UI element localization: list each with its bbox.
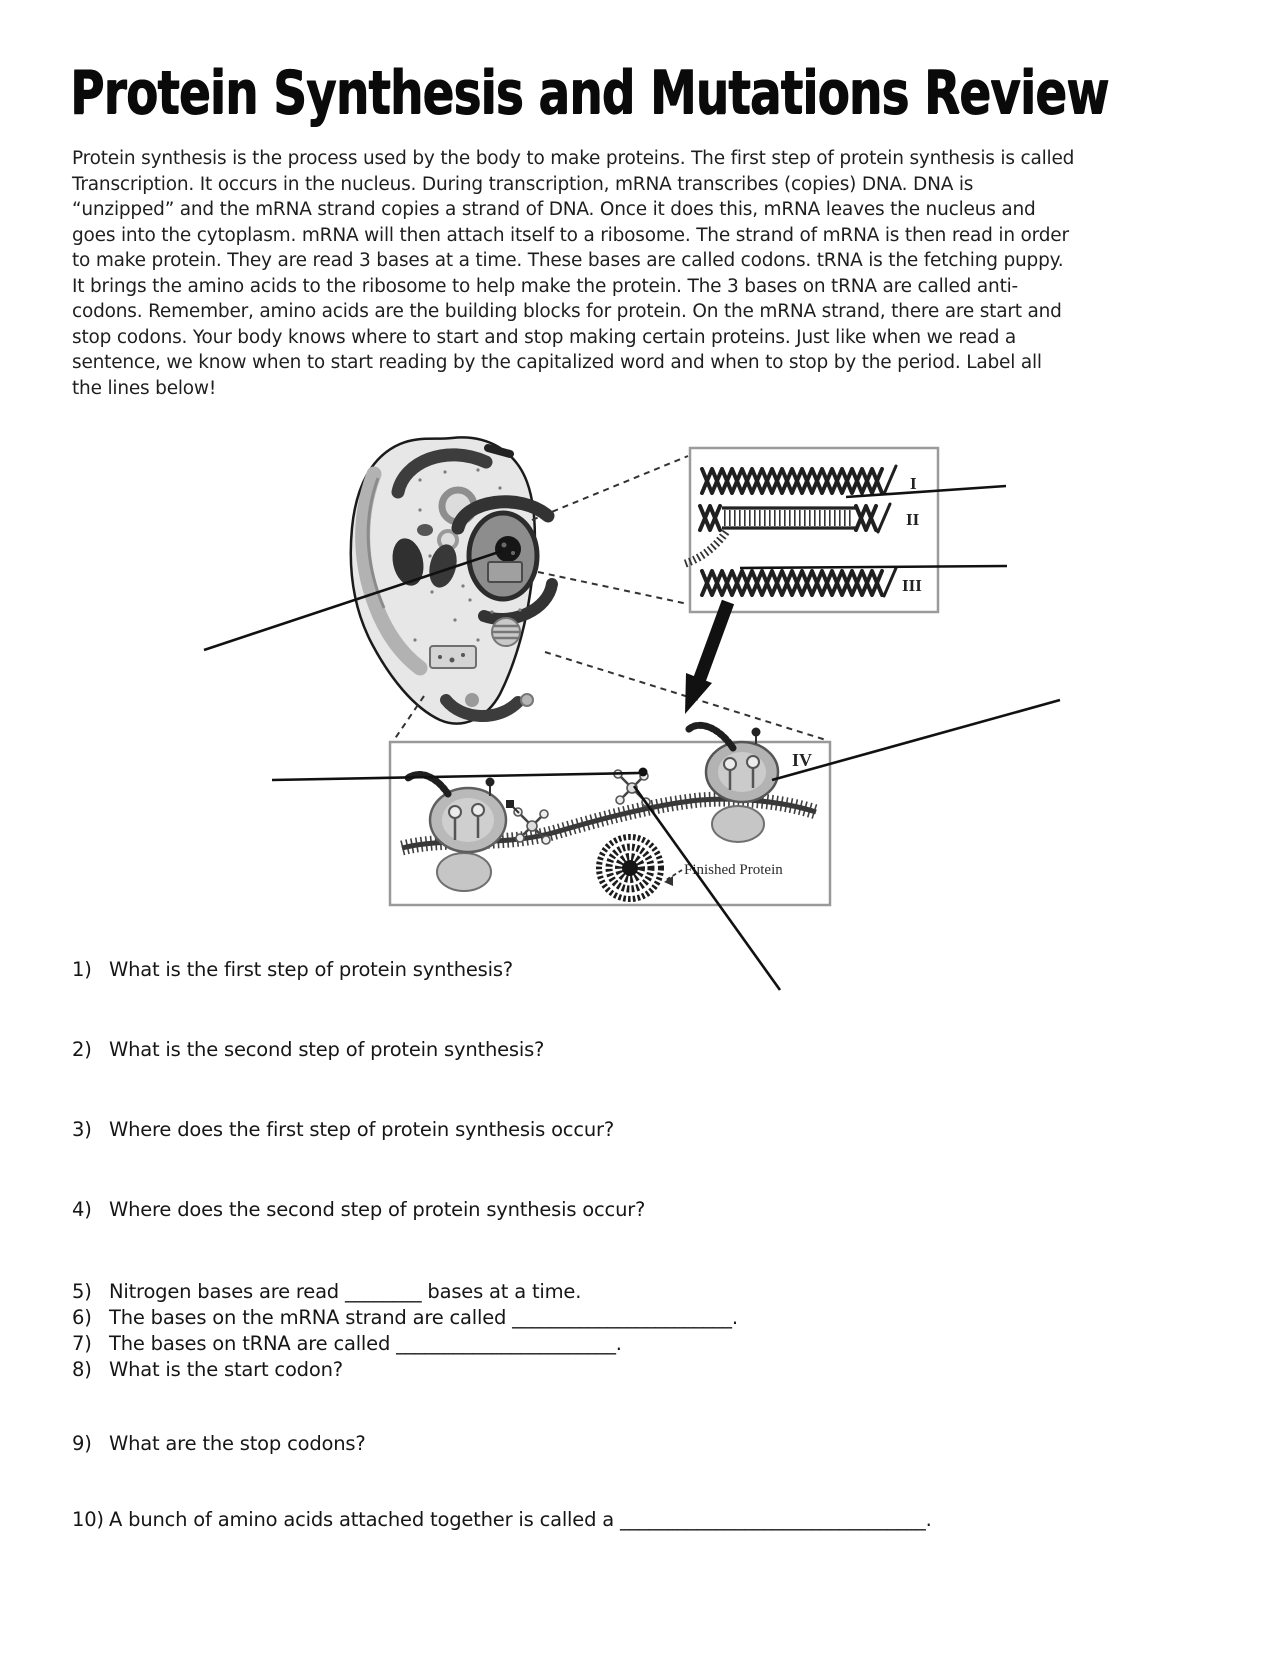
question-number: 10) (72, 1508, 104, 1531)
question-number: 1) (72, 958, 92, 981)
finished-protein-pointer (665, 869, 683, 881)
answer-line-trna (632, 785, 782, 991)
question-number: 2) (72, 1038, 92, 1061)
answer-line-nucleus (203, 549, 503, 652)
answer-lines (203, 484, 1061, 991)
question-text: A bunch of amino acids attached together… (109, 1508, 932, 1531)
question-5: 5) Nitrogen bases are read ________ bases… (72, 1280, 581, 1303)
question-1: 1) What is the first step of protein synt… (72, 958, 513, 981)
question-3: 3) Where does the first step of protein s… (72, 1118, 614, 1141)
label-ii: II (906, 510, 920, 529)
question-number: 7) (72, 1332, 92, 1355)
cytoplasm-speckles (413, 468, 522, 642)
question-2: 2) What is the second step of protein syn… (72, 1038, 544, 1061)
nucleolus (495, 536, 521, 562)
question-text: What are the stop codons? (109, 1432, 366, 1455)
process-arrow (685, 599, 735, 714)
translation-box: IV (388, 722, 832, 907)
question-number: 9) (72, 1432, 92, 1455)
dna-helix-iii (700, 566, 898, 598)
trna-free-1 (506, 800, 551, 845)
question-text: The bases on the mRNA strand are called … (109, 1306, 738, 1329)
dna-helix-i (700, 464, 898, 496)
question-number: 5) (72, 1280, 92, 1303)
answer-line-mrna-strand (271, 771, 641, 782)
question-text: Nitrogen bases are read ________ bases a… (109, 1280, 582, 1303)
answer-line-dot (638, 767, 648, 777)
question-text: The bases on tRNA are called ___________… (109, 1332, 622, 1355)
answer-line-mrna (739, 564, 1008, 570)
question-10: 10)A bunch of amino acids attached toget… (72, 1508, 932, 1531)
answer-line-ribosome (771, 698, 1061, 782)
cell-illustration (349, 436, 558, 725)
nucleus (451, 495, 558, 625)
ribosome-right (684, 722, 780, 843)
question-6: 6) The bases on the mRNA strand are calle… (72, 1306, 738, 1329)
question-text: Where does the first step of protein syn… (109, 1118, 614, 1141)
question-number: 8) (72, 1358, 92, 1381)
page-title: Protein Synthesis and Mutations Review (70, 58, 1109, 128)
mitochondrion (392, 538, 424, 586)
endoplasmic-reticulum (391, 448, 493, 499)
label-i: I (910, 474, 917, 493)
question-text: Where does the second step of protein sy… (109, 1198, 646, 1221)
question-7: 7) The bases on tRNA are called _________… (72, 1332, 622, 1355)
question-text: What is the first step of protein synthe… (109, 958, 513, 981)
finished-protein-label: Finished Protein (684, 862, 783, 878)
question-text: What is the start codon? (109, 1358, 343, 1381)
intro-paragraph: Protein synthesis is the process used by… (72, 148, 1075, 399)
finished-protein-blob (596, 834, 664, 902)
question-8: 8) What is the start codon? (72, 1358, 343, 1381)
question-4: 4) Where does the second step of protein … (72, 1198, 645, 1221)
question-number: 4) (72, 1198, 92, 1221)
polypeptide-chain (684, 722, 737, 752)
question-9: 9) What are the stop codons? (72, 1432, 366, 1455)
dna-detail-box: I II III (682, 446, 940, 614)
mrna-tail (682, 529, 730, 568)
label-iii: III (902, 576, 922, 595)
answer-line-dna (845, 484, 1007, 499)
question-number: 3) (72, 1118, 92, 1141)
label-iv: IV (792, 750, 812, 770)
question-text: What is the second step of protein synth… (109, 1038, 545, 1061)
dna-helix-ii-transcription (682, 502, 892, 568)
question-number: 6) (72, 1306, 92, 1329)
